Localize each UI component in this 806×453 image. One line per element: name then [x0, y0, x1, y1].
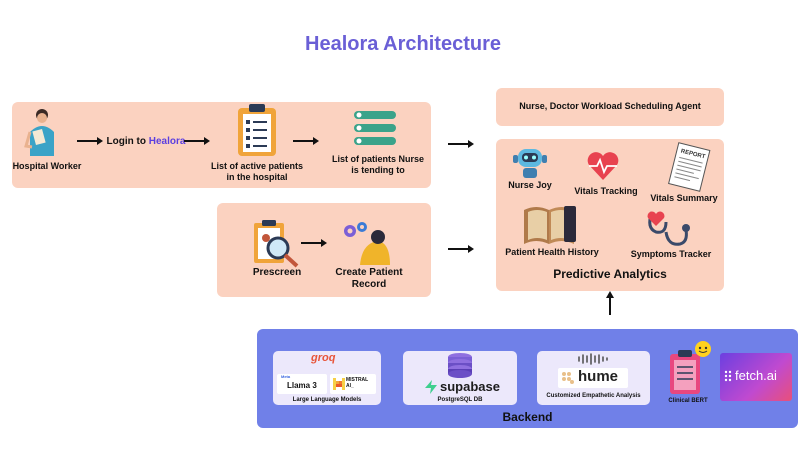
mistral-logo: MISTRAL AI_ [346, 377, 369, 389]
book-icon [524, 206, 576, 244]
hume-logo-box [558, 368, 628, 388]
supabase-logo: supabase [440, 379, 500, 394]
active-patients-label: List of active patients in the hospital [210, 161, 304, 182]
prescreen-label: Prescreen [252, 267, 302, 278]
hospital-worker-label: Hospital Worker [12, 161, 82, 171]
hume-logo: hume [578, 368, 619, 385]
vitals-tracking-label: Vitals Tracking [574, 186, 638, 196]
scheduling-agent-label: Nurse, Doctor Workload Scheduling Agent [519, 101, 701, 111]
supabase-caption: PostgreSQL DB [437, 397, 483, 403]
nurse-patients-label: List of patients Nurse is tending to [331, 154, 424, 175]
stethoscope-icon [647, 211, 690, 246]
llm-caption: Large Language Models [292, 397, 362, 403]
hume-caption: Customized Empathetic Analysis [546, 393, 641, 399]
scheduling-agent-box: Nurse, Doctor Workload Scheduling Agent [496, 88, 724, 126]
groq-logo: groq [311, 352, 336, 364]
arrow-to-login [77, 137, 103, 145]
patient-list-icon [354, 111, 396, 145]
robot-icon [513, 149, 547, 178]
report-icon: REPORT [668, 142, 711, 192]
supabase-bolt-icon [425, 380, 437, 394]
backend-title: Backend [502, 410, 553, 424]
fetch-ai-logo: fetch.ai [735, 368, 777, 383]
health-history-label: Patient Health History [505, 247, 599, 257]
login-prefix: Login to [106, 136, 146, 147]
llama-logo-box [277, 374, 327, 394]
clinical-bert-caption: Clinical BERT [668, 398, 708, 404]
database-icon [448, 353, 472, 378]
llama-logo: Llama 3 [287, 381, 317, 390]
vitals-summary-label: Vitals Summary [650, 193, 718, 203]
healora-brand: Healora [148, 136, 186, 147]
mistral-logo-box [330, 374, 376, 394]
fetch-ai-dots-icon [724, 370, 732, 382]
page-title: Healora Architecture [305, 33, 501, 55]
login-label: Login to Healora [106, 136, 186, 148]
audio-wave-icon [578, 353, 608, 365]
mistral-icon [333, 378, 345, 390]
arrow-to-active-patients [184, 137, 210, 145]
create-record-label: Create Patient Record [335, 267, 403, 290]
prescreen-icon [254, 220, 299, 268]
arrow-to-analytics-bottom [448, 245, 474, 253]
prescreen-panel [217, 203, 431, 297]
hume-dots-icon [562, 372, 574, 384]
fetch-ai-logo-box [720, 353, 792, 401]
arrow-backend-to-analytics [606, 291, 614, 315]
clipboard-checklist-icon [238, 104, 276, 156]
heart-pulse-icon [587, 152, 619, 180]
clinical-bert-icon [670, 341, 711, 394]
hospital-worker-icon [24, 109, 54, 156]
report-text: REPORT [680, 149, 706, 161]
arrow-to-analytics-top [448, 140, 474, 148]
nurse-joy-label: Nurse Joy [508, 180, 552, 190]
arrow-to-create-record [301, 239, 327, 247]
predictive-analytics-title: Predictive Analytics [553, 267, 667, 281]
arrow-to-nurse-list [293, 137, 319, 145]
symptoms-tracker-label: Symptoms Tracker [630, 249, 712, 259]
meta-logo: Meta [281, 374, 291, 379]
create-record-icon [344, 222, 390, 265]
